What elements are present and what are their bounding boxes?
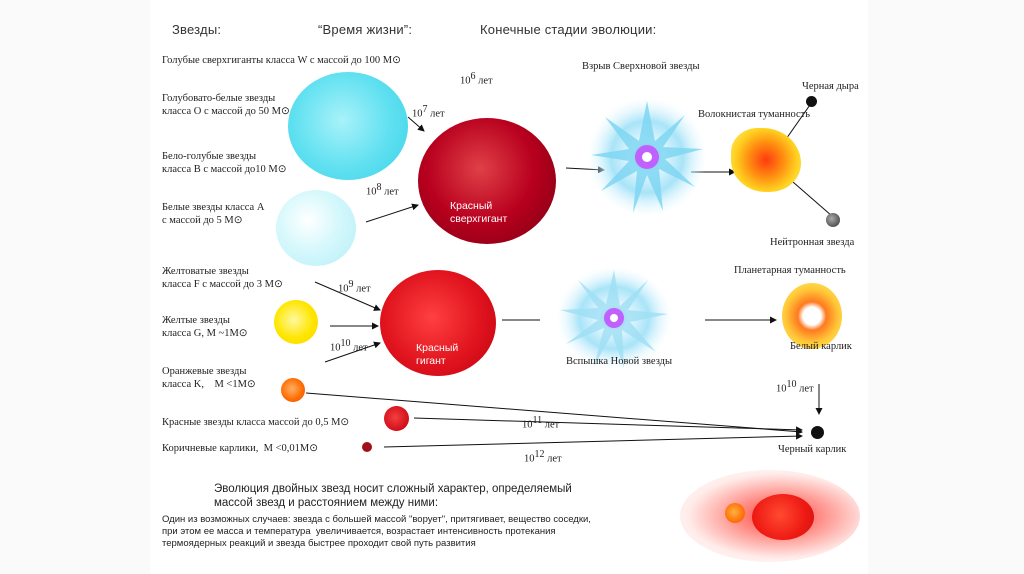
class-f-label: Желтоватые звезды класса F с массой до 3… bbox=[162, 266, 283, 290]
lifetime-1e6: 106 лет bbox=[460, 71, 493, 87]
planetary-nebula-label: Планетарная туманность bbox=[734, 265, 846, 276]
black-hole-label: Черная дыра bbox=[802, 81, 859, 92]
orange-star-k bbox=[281, 378, 305, 402]
supernova-burst bbox=[587, 97, 707, 217]
yellow-star-g bbox=[274, 300, 318, 344]
black-hole bbox=[806, 96, 817, 107]
brown-dwarf bbox=[362, 442, 372, 452]
lifetime-1e8: 108 лет bbox=[366, 182, 399, 198]
nova-label: Вспышка Новой звезды bbox=[566, 356, 673, 367]
header-lifetime: “Время жизни”: bbox=[318, 22, 413, 37]
red-star-m bbox=[384, 406, 409, 431]
nova-burst bbox=[556, 266, 672, 370]
red-supergiant-label: Красный сверхгигант bbox=[450, 200, 508, 225]
fibrous-nebula-label: Волокнистая туманность bbox=[698, 109, 811, 120]
class-o-label: Голубовато-белые звезды класса O с массо… bbox=[162, 93, 290, 117]
header-stars: Звезды: bbox=[172, 22, 222, 37]
red-giant-star bbox=[380, 270, 496, 376]
binary-title: Эволюция двойных звезд носит сложный хар… bbox=[214, 483, 572, 509]
right-margin bbox=[868, 0, 1024, 574]
planetary-nebula bbox=[782, 283, 842, 349]
red-supergiant-star bbox=[418, 118, 556, 244]
lifetime-1e12: 1012 лет bbox=[524, 449, 562, 465]
binary-description: Один из возможных случаев: звезда с боль… bbox=[162, 514, 591, 549]
black-dwarf-label: Черный карлик bbox=[778, 444, 847, 455]
blue-supergiant-star bbox=[288, 72, 408, 180]
supernova-label: Взрыв Сверхновой звезды bbox=[582, 61, 700, 72]
lifetime-1e10-g: 1010 лет bbox=[330, 338, 368, 354]
lifetime-1e10-wd: 1010 лет bbox=[776, 379, 814, 395]
class-a-label: Белые звезды класса A с массой до 5 M⊙ bbox=[162, 202, 265, 226]
lifetime-1e9: 109 лет bbox=[338, 279, 371, 295]
brown-dwarf-label: Коричневые карлики, M <0,01M⊙ bbox=[162, 443, 319, 454]
header-final-stages: Конечные стадии эволюции: bbox=[480, 22, 657, 37]
class-k-label: Оранжевые звезды класса K, M <1M⊙ bbox=[162, 366, 256, 390]
white-star-a bbox=[276, 190, 356, 266]
class-g-label: Желтые звезды класса G, M ~1M⊙ bbox=[162, 315, 248, 339]
class-b-label: Бело-голубые звезды класса B с массой до… bbox=[162, 151, 287, 175]
neutron-star-label: Нейтронная звезда bbox=[770, 237, 855, 248]
class-m-label: Красные звезды класса массой до 0,5 M⊙ bbox=[162, 417, 350, 428]
lifetime-1e7: 107 лет bbox=[412, 104, 445, 120]
binary-small-star bbox=[725, 503, 745, 523]
class-w-label: Голубые сверхгиганты класса W с массой д… bbox=[162, 55, 401, 66]
lifetime-1e11: 1011 лет bbox=[522, 415, 560, 431]
neutron-star bbox=[826, 213, 840, 227]
binary-large-star bbox=[752, 494, 814, 540]
fibrous-nebula bbox=[731, 128, 801, 192]
white-dwarf-label: Белый карлик bbox=[790, 341, 852, 352]
red-giant-label: Красный гигант bbox=[416, 342, 459, 367]
left-margin bbox=[0, 0, 150, 574]
black-dwarf bbox=[811, 426, 824, 439]
